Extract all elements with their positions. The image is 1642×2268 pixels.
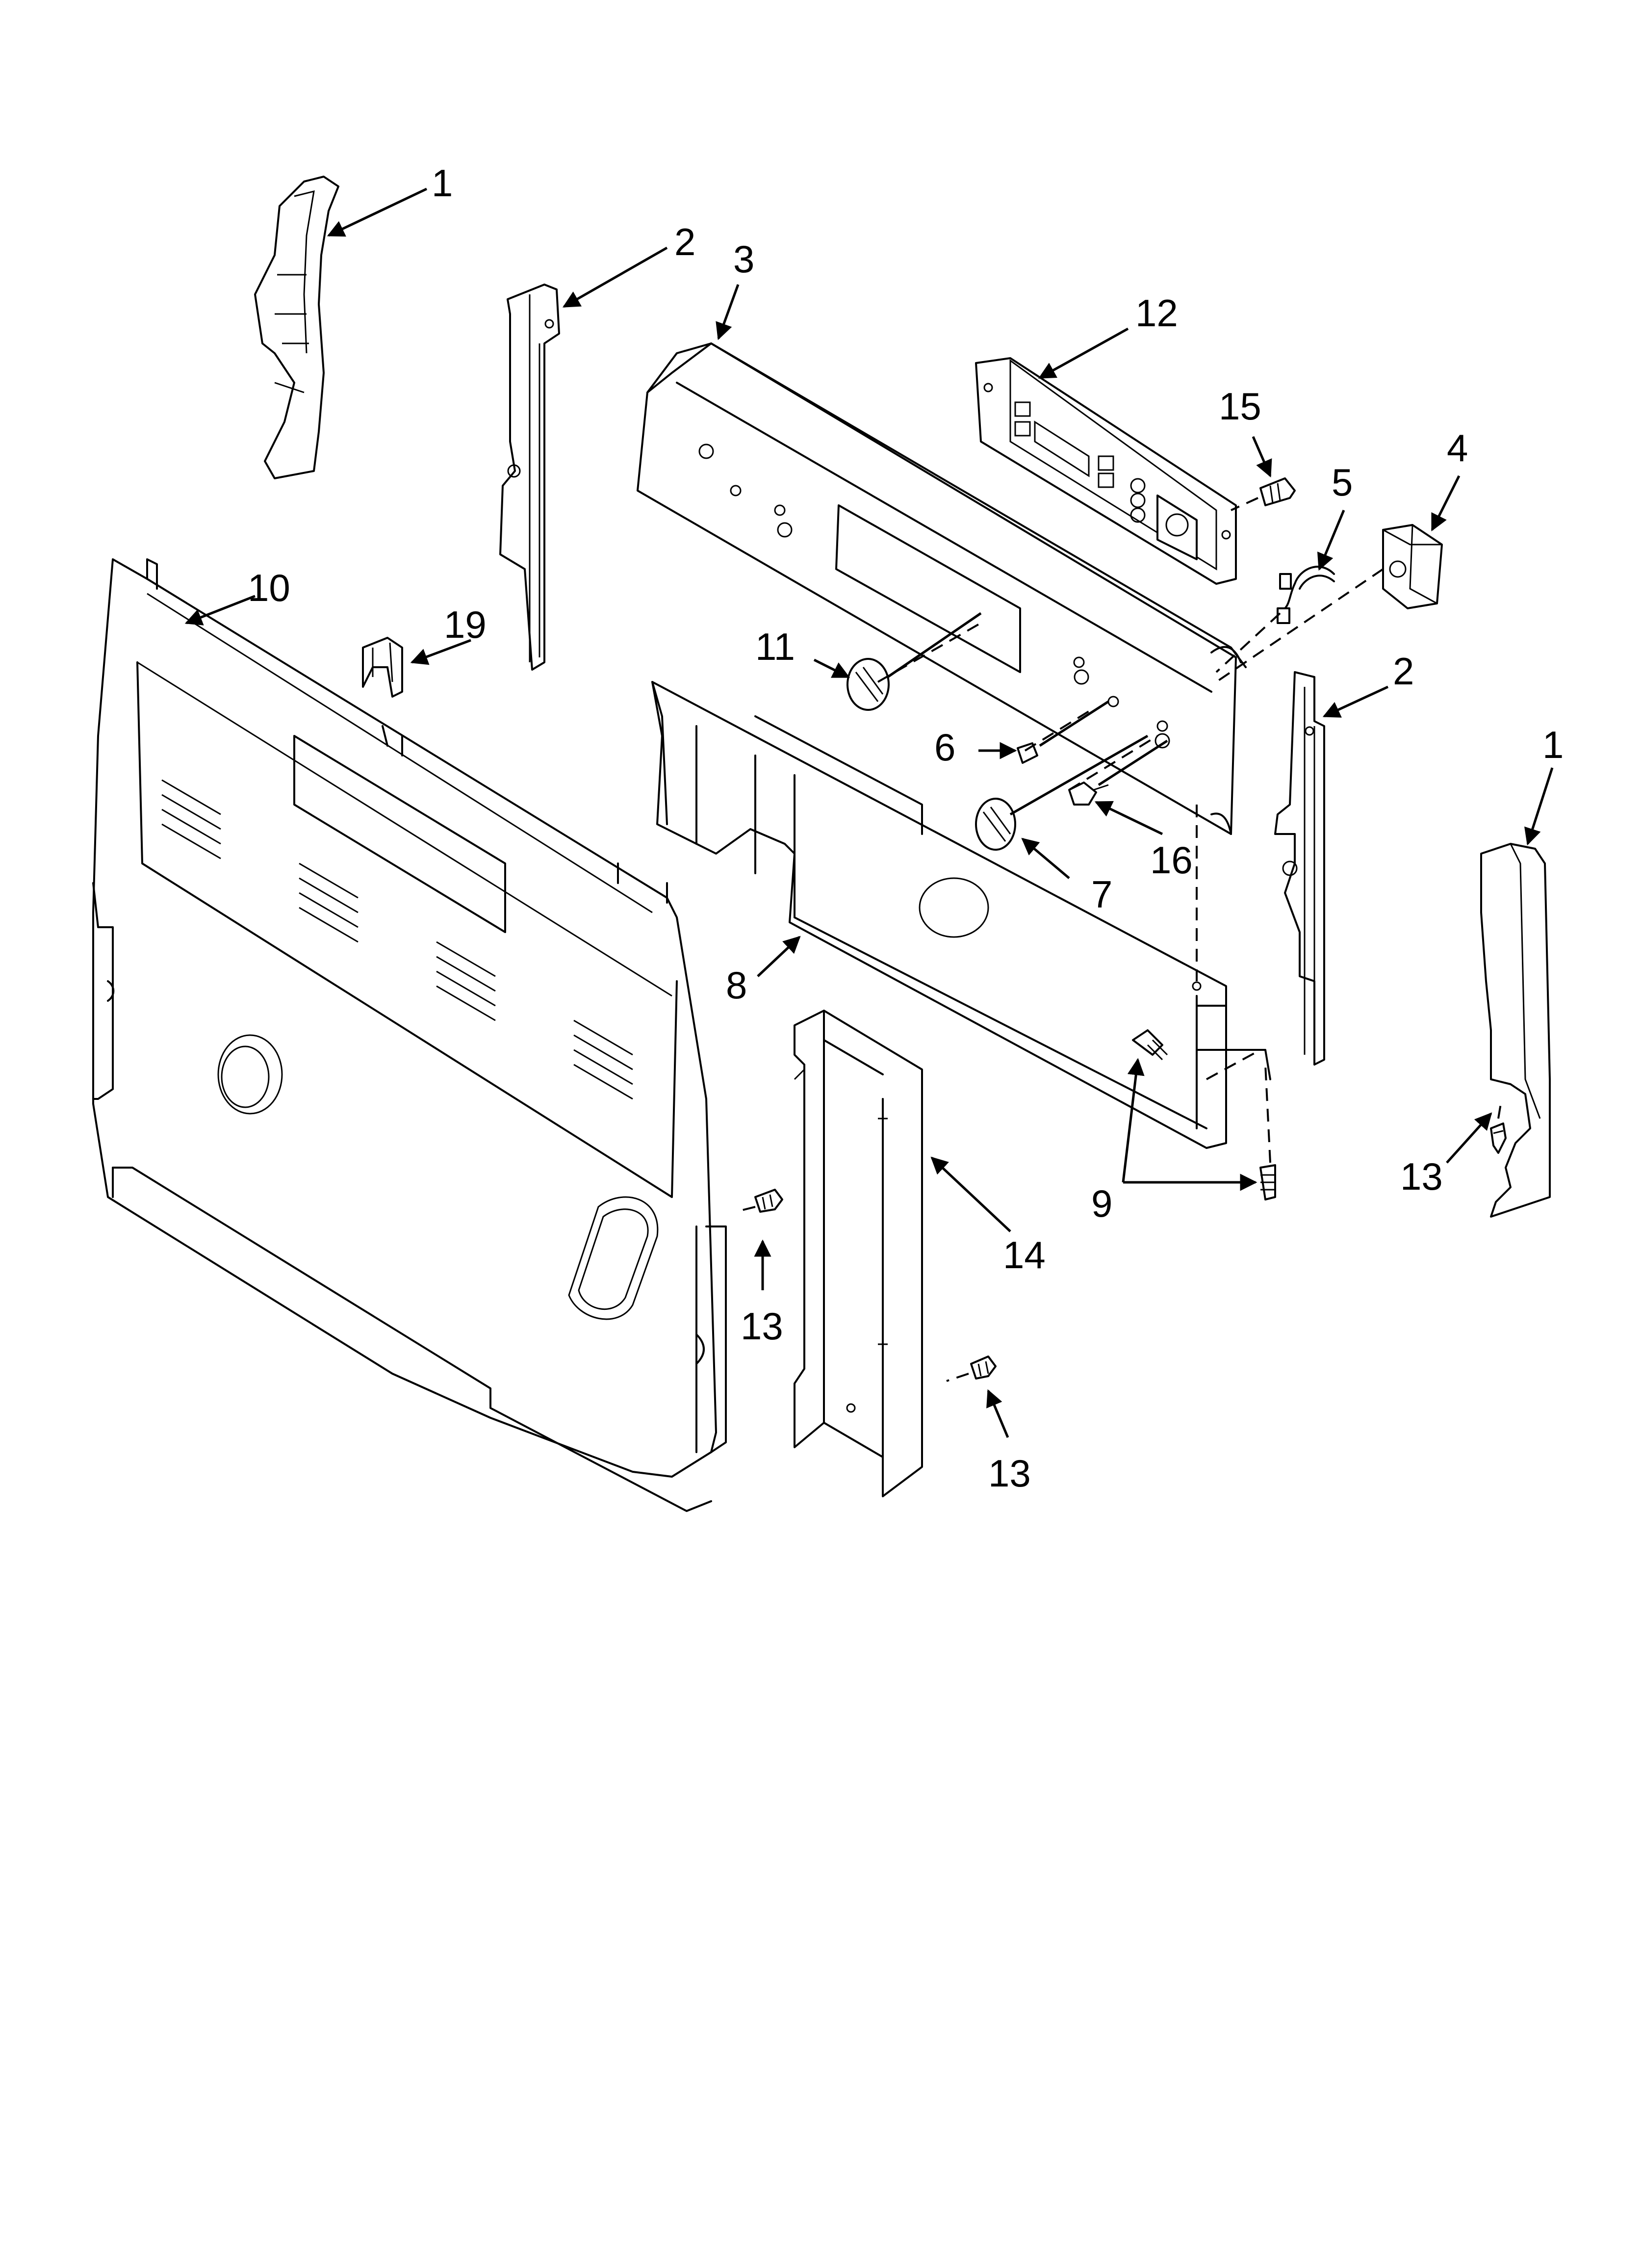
callout-4: 4 xyxy=(1447,426,1468,469)
part-11-knob xyxy=(847,612,982,711)
assembly-lines xyxy=(877,622,1198,981)
callout-13-center: 13 xyxy=(741,1304,783,1348)
callout-16: 16 xyxy=(1150,838,1193,882)
part-14-side-filler xyxy=(794,1010,923,1497)
callout-9: 9 xyxy=(1091,1182,1112,1225)
callout-5: 5 xyxy=(1332,461,1353,504)
part-3-control-panel xyxy=(637,342,1247,835)
callout-19: 19 xyxy=(444,603,487,646)
callout-13-lower: 13 xyxy=(988,1452,1031,1495)
part-7-knob xyxy=(975,734,1149,851)
part-2-left-side-bracket xyxy=(499,284,560,671)
part-16-nut xyxy=(1068,739,1168,806)
callout-1-right: 1 xyxy=(1542,723,1564,766)
callout-6: 6 xyxy=(934,726,955,769)
callout-10: 10 xyxy=(248,566,290,609)
part-2-right-side-bracket xyxy=(1274,671,1325,1066)
callout-2-right: 2 xyxy=(1393,650,1414,693)
part-19-clip xyxy=(362,637,403,698)
part-1-right-end-cap xyxy=(1480,843,1551,1218)
part-8-lower-panel xyxy=(651,681,1227,1149)
vent-slots xyxy=(161,779,633,1100)
callout-2-left: 2 xyxy=(674,220,695,263)
part-4-infinite-switch xyxy=(1215,524,1443,683)
callout-12: 12 xyxy=(1135,291,1178,335)
part-5-wire-harness xyxy=(1215,566,1335,673)
part-10-rear-panel xyxy=(92,558,727,1512)
part-6-knob-insert xyxy=(1017,700,1109,764)
callout-1-left: 1 xyxy=(432,161,453,205)
callout-3: 3 xyxy=(733,237,754,281)
callout-13-right: 13 xyxy=(1400,1155,1443,1198)
callout-8: 8 xyxy=(726,964,747,1007)
part-1-left-end-cap xyxy=(254,176,339,479)
part-12-electronic-control xyxy=(975,357,1237,585)
callout-11: 11 xyxy=(755,625,795,668)
part-13-screws xyxy=(735,1103,1507,1382)
callout-leaders xyxy=(184,187,1554,1438)
callout-7: 7 xyxy=(1091,873,1112,916)
part-15-screw xyxy=(1231,477,1296,511)
callout-15: 15 xyxy=(1219,385,1261,428)
part-9-screws xyxy=(1132,1029,1276,1200)
callout-14: 14 xyxy=(1003,1233,1046,1277)
callout-labels: 1 2 3 12 15 5 4 10 19 11 2 1 6 16 7 8 9 … xyxy=(248,161,1564,1495)
